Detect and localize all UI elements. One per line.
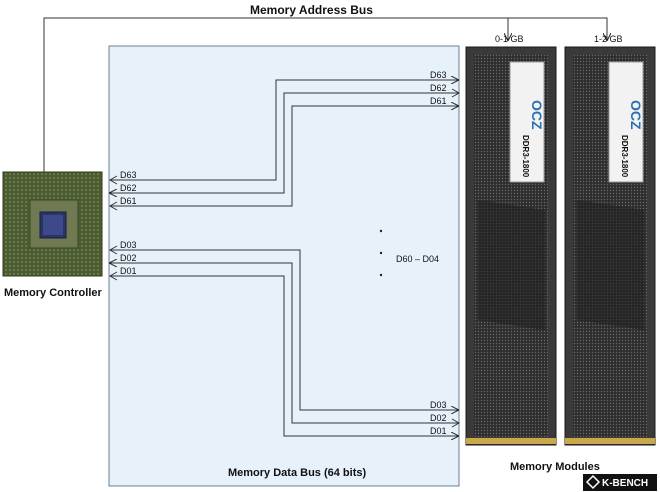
- controller-label: Memory Controller: [4, 287, 103, 299]
- module-2-range: 1-2 GB: [594, 34, 623, 44]
- line-d02: [110, 263, 459, 424]
- line-d63: [110, 80, 458, 181]
- kbench-logo: K-BENCH: [583, 474, 657, 491]
- label-d02-right: D02: [430, 413, 447, 423]
- label-d63-left: D63: [120, 170, 137, 180]
- data-bus-title: Memory Data Bus (64 bits): [228, 467, 366, 479]
- label-d01-right: D01: [430, 426, 447, 436]
- label-d62-left: D62: [120, 183, 137, 193]
- controller-arrowheads: [108, 175, 118, 281]
- label-d02-left: D02: [120, 253, 137, 263]
- label-d61-right: D61: [430, 96, 447, 106]
- module-1-range: 0-1 GB: [495, 34, 524, 44]
- label-middle-range: D60 – D04: [396, 254, 439, 264]
- bottom-data-lines: [110, 249, 459, 436]
- top-data-lines: [110, 80, 459, 207]
- label-d63-right: D63: [430, 70, 447, 80]
- memory-module-2: [564, 46, 656, 446]
- modules-label: Memory Modules: [510, 461, 600, 473]
- label-d61-left: D61: [120, 196, 137, 206]
- ellipsis-dots: [379, 229, 383, 277]
- logo-text: K-BENCH: [602, 478, 648, 489]
- memory-module-1: [465, 46, 557, 446]
- line-d62: [110, 92, 459, 193]
- memory-controller-chip: [2, 171, 103, 277]
- module-arrowheads: [451, 88, 461, 428]
- label-d62-right: D62: [430, 83, 447, 93]
- label-d03-left: D03: [120, 240, 137, 250]
- label-d03-right: D03: [430, 400, 447, 410]
- line-d01: [110, 275, 458, 436]
- line-d03: [110, 249, 458, 410]
- label-d01-left: D01: [120, 266, 137, 276]
- module-2-text: DDR3-1800: [620, 135, 629, 178]
- module-1-brand: OCZ: [529, 100, 545, 130]
- line-d61: [110, 106, 458, 207]
- address-bus-title: Memory Address Bus: [250, 3, 373, 17]
- module-2-brand: OCZ: [628, 100, 644, 130]
- module-1-text: DDR3-1800: [521, 135, 530, 178]
- address-bus-lines: [43, 17, 607, 172]
